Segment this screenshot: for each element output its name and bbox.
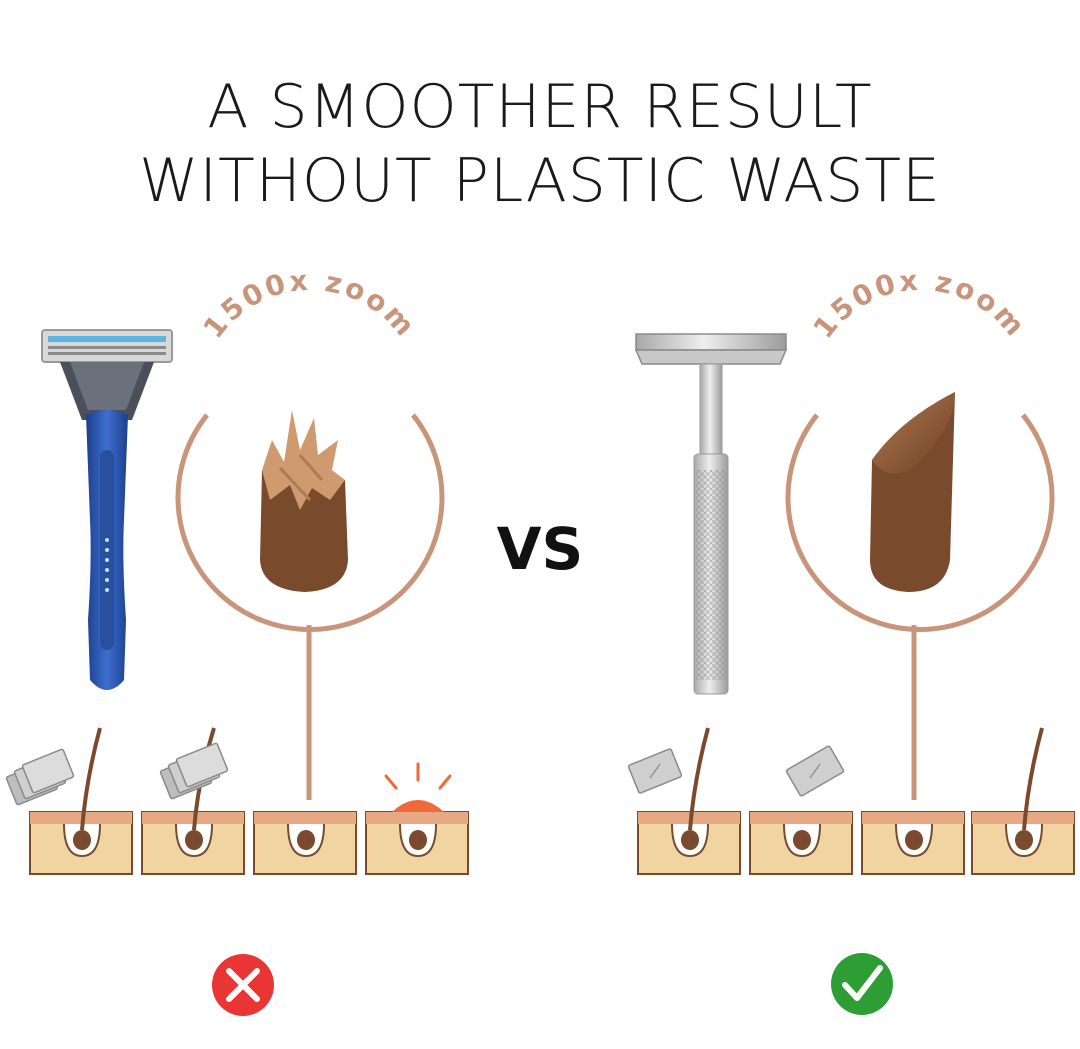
single-blade-icon bbox=[627, 748, 683, 794]
skin-cell bbox=[861, 811, 965, 875]
multi-blade-icon bbox=[159, 742, 229, 800]
skin-cell bbox=[637, 727, 741, 875]
check-icon bbox=[831, 953, 893, 1015]
versus-label: VS bbox=[496, 515, 584, 583]
skin-cell bbox=[971, 727, 1075, 875]
skin-cell bbox=[29, 727, 133, 875]
ragged-hair-icon bbox=[260, 410, 348, 592]
irritation-icon bbox=[384, 762, 452, 790]
single-blade-icon bbox=[785, 745, 845, 797]
skin-cell bbox=[749, 811, 853, 875]
zoom-label-right: 1500x zoom bbox=[807, 264, 1033, 345]
zoom-label-left: 1500x zoom bbox=[197, 264, 423, 345]
skin-cell bbox=[253, 811, 357, 875]
cross-icon bbox=[212, 954, 274, 1016]
cartridge-razor-icon bbox=[41, 329, 173, 690]
clean-cut-hair-icon bbox=[870, 392, 955, 592]
multi-blade-icon bbox=[5, 748, 75, 806]
zoom-circle-left: 1500x zoom bbox=[175, 264, 445, 800]
headline-line-2: WITHOUT PLASTIC WASTE bbox=[139, 146, 941, 216]
skin-strip-right bbox=[627, 727, 1075, 875]
zoom-circle-right: 1500x zoom bbox=[785, 264, 1055, 800]
skin-cell bbox=[141, 727, 245, 875]
irritation-bump bbox=[392, 800, 444, 812]
skin-strip-left bbox=[5, 727, 469, 875]
skin-cell bbox=[365, 762, 469, 875]
headline-line-1: A SMOOTHER RESULT bbox=[207, 72, 873, 142]
headline: A SMOOTHER RESULT WITHOUT PLASTIC WASTE bbox=[0, 70, 1080, 218]
safety-razor-icon bbox=[634, 333, 788, 695]
